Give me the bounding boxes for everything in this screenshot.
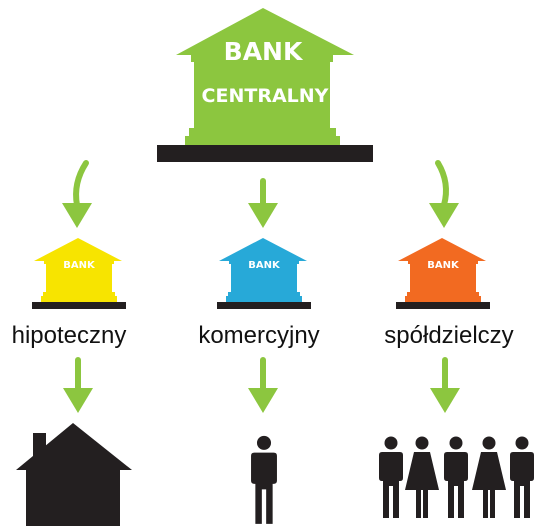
house-icon [16,423,132,526]
cooperative-bank-building [398,238,486,302]
central-bank-title-line2: CENTRALNY [202,85,329,107]
mortgage-bank-base [32,302,126,309]
arrow-to-cooperative-bank [435,160,449,208]
mortgage-bank-type-label: hipoteczny [12,322,127,349]
person-icon [251,435,277,524]
arrows-to-clients [75,357,448,393]
central-bank: BANK CENTRALNY [157,8,373,162]
commercial-bank-label: BANK [248,260,281,271]
cooperative-bank: BANK spółdzielczy [384,238,514,349]
mortgage-bank-label: BANK [63,260,96,271]
arrowhead-mortgage-top [62,203,92,228]
central-bank-title-line1: BANK [224,37,304,66]
central-bank-building [176,8,354,145]
arrowhead-people [430,388,460,413]
arrowhead-commercial-top [248,203,278,228]
arrowheads-bottom [63,388,460,413]
commercial-bank: BANK komercyjny [198,238,320,349]
arrow-to-mortgage-bank [73,160,89,208]
arrowhead-cooperative-top [429,203,459,228]
commercial-bank-base [217,302,311,309]
arrowheads-top [62,203,459,228]
central-bank-base [157,145,373,162]
arrowhead-house [63,388,93,413]
commercial-bank-type-label: komercyjny [198,322,319,349]
cooperative-bank-label: BANK [427,260,460,271]
cooperative-bank-type-label: spółdzielczy [384,322,513,349]
cooperative-bank-base [396,302,490,309]
mortgage-bank: BANK hipoteczny [12,238,127,349]
mortgage-bank-building [34,238,122,302]
arrowhead-person [248,388,278,413]
people-group-icon [379,436,534,518]
commercial-bank-building [219,238,307,302]
arrows-from-central-bank [73,160,449,208]
